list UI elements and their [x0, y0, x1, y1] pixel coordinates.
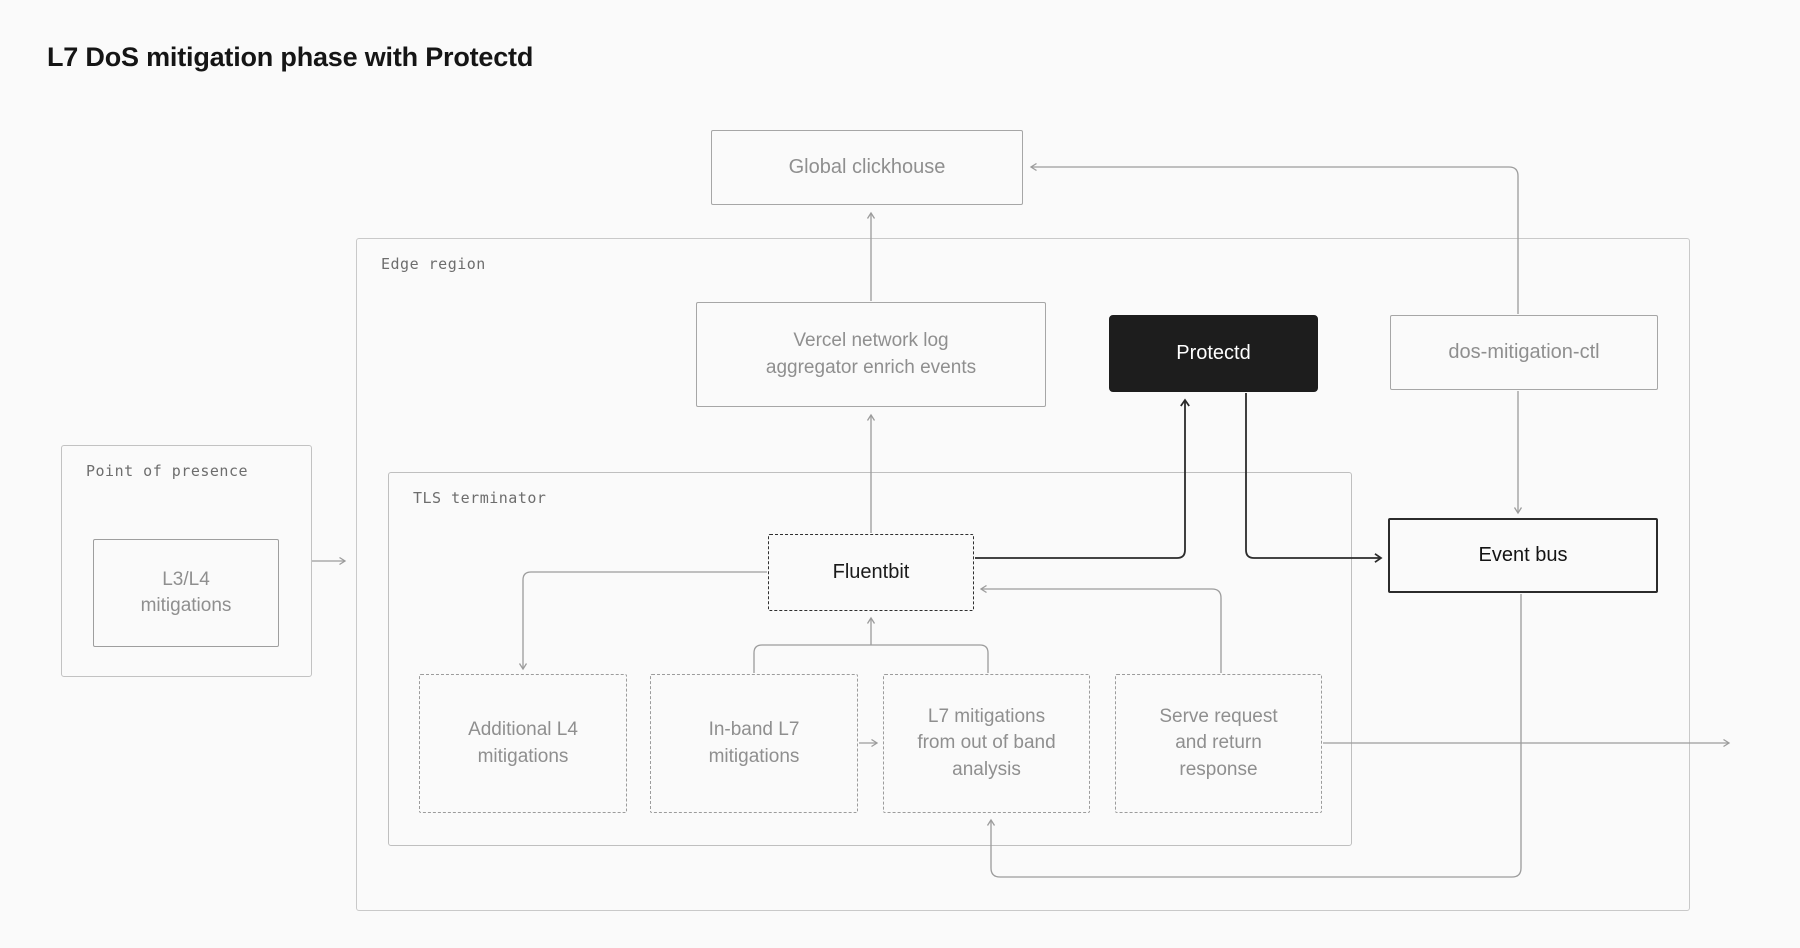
node-vercel-aggregator-label: Vercel network log aggregator enrich eve… [765, 330, 977, 378]
node-vercel-aggregator: Vercel network log aggregator enrich eve… [696, 302, 1046, 407]
node-fluentbit: Fluentbit [768, 534, 974, 611]
edge-protectd-to-eventbus [1245, 393, 1383, 563]
tls-terminator-label: TLS terminator [413, 489, 547, 507]
edge-dosctl-to-clickhouse [1029, 162, 1519, 314]
edge-fluentbit-to-protectd [975, 398, 1190, 559]
container-tls-terminator: TLS terminator [388, 472, 1352, 846]
node-dos-mitigation-ctl: dos-mitigation-ctl [1390, 315, 1658, 390]
node-event-bus: Event bus [1388, 518, 1658, 593]
node-inband-l7: In-band L7 mitigations [650, 674, 858, 813]
node-additional-l4-label: Additional L4 mitigations [468, 719, 578, 767]
edge-l7-boxes-merge [753, 644, 989, 673]
node-protectd-label: Protectd [1176, 341, 1251, 364]
node-dos-mitigation-ctl-label: dos-mitigation-ctl [1448, 340, 1600, 363]
edge-fluentbit-to-additional-l4 [518, 571, 767, 671]
node-serve-request: Serve request and return response [1115, 674, 1322, 813]
node-global-clickhouse-label: Global clickhouse [788, 155, 946, 178]
page-title: L7 DoS mitigation phase with Protectd [47, 42, 534, 72]
node-l7-oob: L7 mitigations from out of band analysis [883, 674, 1090, 813]
node-protectd: Protectd [1109, 315, 1318, 392]
node-fluentbit-label: Fluentbit [832, 560, 910, 583]
node-l3-l4-mitigations: L3/L4 mitigations [93, 539, 279, 647]
edge-serve-to-fluentbit [979, 584, 1222, 673]
node-additional-l4: Additional L4 mitigations [419, 674, 627, 813]
container-point-of-presence: Point of presence [61, 445, 312, 677]
node-serve-request-label: Serve request and return response [1159, 706, 1278, 780]
node-global-clickhouse: Global clickhouse [711, 130, 1023, 205]
edge-region-label: Edge region [381, 255, 486, 273]
container-edge-region: Edge region [356, 238, 1690, 911]
node-inband-l7-label: In-band L7 mitigations [708, 719, 800, 767]
node-l3-l4-mitigations-label: L3/L4 mitigations [140, 568, 232, 616]
node-l7-oob-label: L7 mitigations from out of band analysis [917, 706, 1056, 780]
edge-eventbus-to-oob [986, 594, 1522, 878]
point-of-presence-label: Point of presence [86, 462, 249, 480]
node-event-bus-label: Event bus [1478, 543, 1568, 566]
